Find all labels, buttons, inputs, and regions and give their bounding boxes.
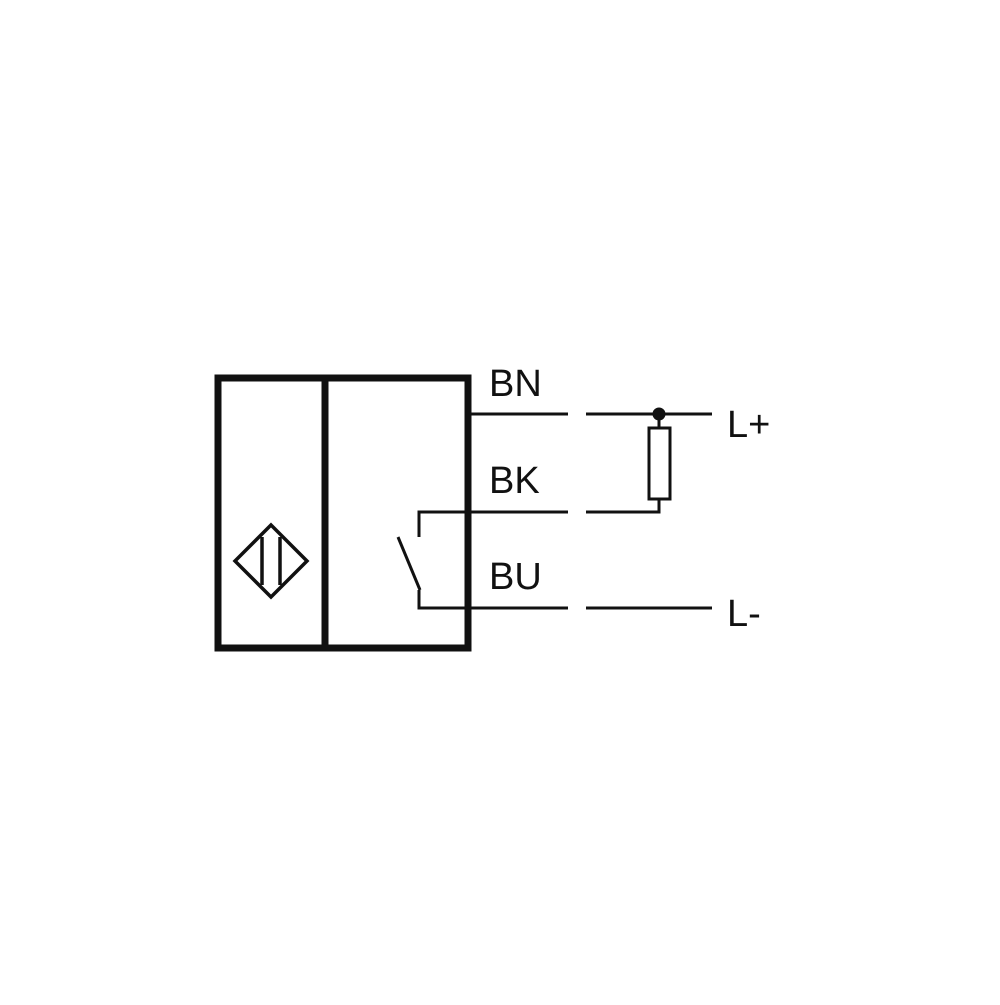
label-bu: BU: [489, 556, 542, 598]
load-resistor-icon: [647, 407, 672, 501]
label-bk: BK: [489, 460, 540, 502]
label-bn: BN: [489, 363, 542, 405]
no-switch-icon: [396, 510, 468, 610]
inductive-sensor-icon: [232, 522, 310, 600]
label-l-plus: L+: [727, 404, 770, 446]
black-wire: [468, 499, 661, 514]
label-l-minus: L-: [727, 593, 761, 635]
